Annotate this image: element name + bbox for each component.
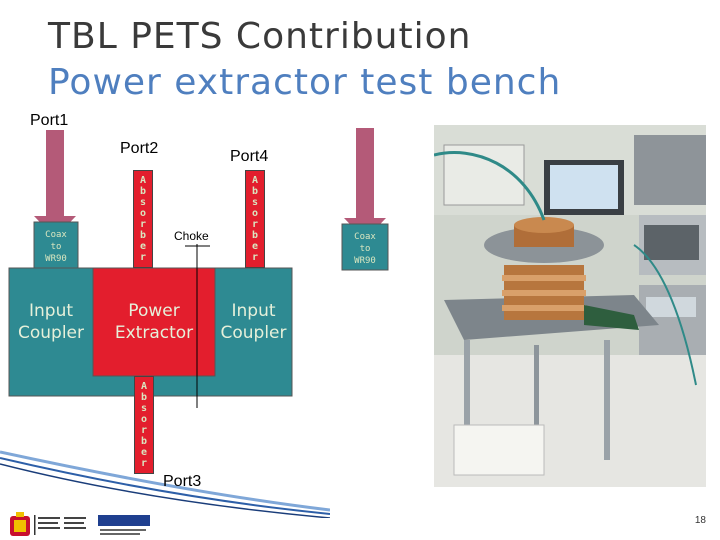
absorber-top-left: A b s o r b e r xyxy=(133,170,153,268)
input-coupler-left-label: Input Coupler xyxy=(17,301,84,343)
input-coupler-right-label: Input Coupler xyxy=(220,301,287,343)
coax-right-box xyxy=(341,223,389,271)
coax-left-box xyxy=(33,221,79,269)
ciemat-logo xyxy=(96,513,152,537)
decorative-swoosh xyxy=(0,450,330,518)
power-extractor-label: Power Extractor xyxy=(114,301,194,343)
port3-label: Port3 xyxy=(163,473,202,490)
right-waveguide xyxy=(344,128,386,240)
port2-label: Port2 xyxy=(120,140,159,157)
coax-right-label: Coax to WR90 xyxy=(354,232,376,266)
power-extractor-block xyxy=(92,267,216,377)
ministry-logo xyxy=(34,515,86,535)
coax-left-label: Coax to WR90 xyxy=(45,230,67,264)
port4-label: Port4 xyxy=(230,148,269,165)
absorber-top-right: A b s o r b e r xyxy=(245,170,265,268)
page-subtitle: Power extractor test bench xyxy=(48,62,562,103)
page-title: TBL PETS Contribution xyxy=(48,16,472,57)
spain-coat-of-arms-icon xyxy=(10,512,30,536)
page-number: 18 xyxy=(694,515,706,526)
absorber-bottom: A b s o r b e r xyxy=(134,376,154,474)
port1-label: Port1 xyxy=(30,112,69,129)
photo-test-bench xyxy=(434,125,706,487)
choke-label: Choke xyxy=(174,229,209,243)
